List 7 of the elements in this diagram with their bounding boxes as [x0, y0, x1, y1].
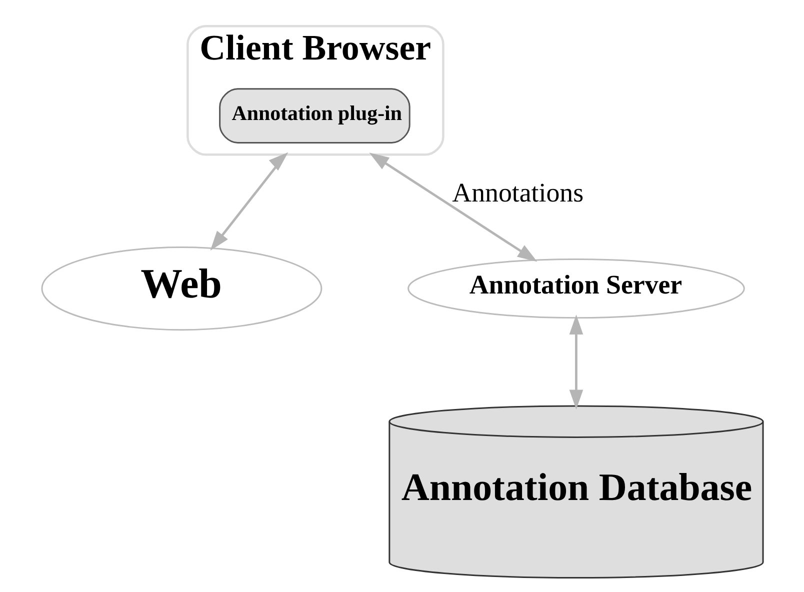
- node-ellipse: Web: [40, 246, 322, 331]
- arrow: [210, 152, 288, 251]
- arrow: [368, 152, 537, 262]
- node-box: Annotation plug-in: [218, 88, 410, 144]
- edge-label: Annotations: [452, 178, 584, 208]
- node-ellipse: Annotation Server: [407, 258, 744, 319]
- arrow: [568, 314, 583, 410]
